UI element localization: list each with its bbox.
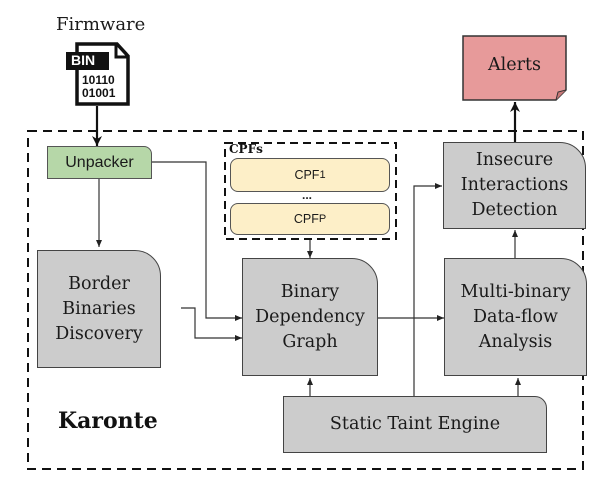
multi-binary-data-flow-analysis-node: Multi-binary Data-flow Analysis (444, 258, 587, 376)
cpf-item-1-base: CPF (294, 168, 320, 182)
cpfs-title: CPFs (229, 142, 263, 156)
cpf-item-p-sub: P (318, 213, 327, 225)
edge-unpacker-bdg (152, 161, 242, 321)
karonte-title: Karonte (58, 408, 158, 434)
edge-border-bdg (181, 307, 242, 341)
edge-taint-iid (413, 183, 442, 396)
cpf-item-1-sub: 1 (319, 169, 326, 181)
cpfs-ellipsis: ... (302, 188, 313, 202)
binary-file-icon-line-2: 01001 (82, 86, 116, 100)
static-taint-engine-node: Static Taint Engine (283, 396, 547, 453)
cpf-item-p-base: CPF (293, 212, 319, 226)
binary-dependency-graph-node: Binary Dependency Graph (242, 258, 378, 376)
unpacker-node: Unpacker (47, 146, 152, 179)
firmware-label: Firmware (56, 14, 146, 35)
cpfs-container (224, 142, 397, 240)
binary-file-icon (66, 42, 130, 106)
binary-file-icon-line-1: 10110 (82, 73, 115, 87)
border-binaries-discovery-node: Border Binaries Discovery (37, 250, 161, 368)
insecure-interactions-detection-node: Insecure Interactions Detection (443, 142, 586, 229)
alerts-output: Alerts (488, 54, 541, 75)
binary-file-icon-header: BIN (71, 52, 96, 68)
